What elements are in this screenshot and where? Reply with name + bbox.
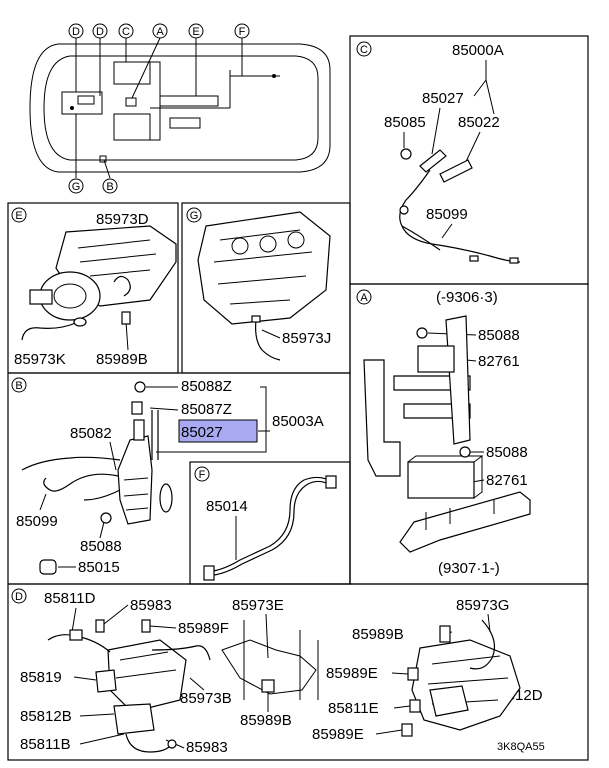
panel-c: C 85000A 85027 85085 85022 85099 [356, 41, 521, 264]
label-85989e-2: 85989E [312, 726, 364, 743]
label-85812b: 85812B [20, 708, 72, 725]
diagram-code: 3K8QA55 [497, 741, 545, 753]
callout-b: B [106, 181, 113, 193]
callout-e: E [192, 26, 199, 38]
label-85989b-d2: 85989B [240, 712, 292, 729]
label-85087z: 85087Z [181, 401, 232, 418]
panel-b-letter: B [15, 380, 22, 392]
callout-d2: D [96, 26, 104, 38]
panel-frames [7, 35, 589, 761]
callout-g: G [72, 181, 81, 193]
callout-f: F [239, 26, 246, 38]
label-85983-2: 85983 [186, 739, 228, 756]
panel-d: D 85811D 85983 85989F 85973E 85973G 8598… [11, 588, 543, 756]
label-85973j: 85973J [282, 330, 331, 347]
vehicle-overview [29, 37, 331, 179]
label-85973b: 85973B [180, 690, 232, 707]
label-85099-c: 85099 [426, 206, 468, 223]
panel-e: E 85973D 85973K 85989B [11, 207, 177, 368]
callout-c: C [122, 26, 130, 38]
label-85989e-1: 85989E [326, 665, 378, 682]
panel-f: F 85014 [194, 466, 337, 581]
label-85015: 85015 [78, 559, 120, 576]
label-85014: 85014 [206, 498, 248, 515]
overview-callouts: D D C A E F G B [68, 23, 250, 194]
label-85973g: 85973G [456, 597, 509, 614]
label-date-range-1: (-9306·3) [436, 289, 498, 306]
label-85027-c: 85027 [422, 90, 464, 107]
label-85088-a2: 85088 [486, 444, 528, 461]
label-85973d: 85973D [96, 211, 149, 228]
panel-f-letter: F [199, 469, 206, 481]
label-85088-b: 85088 [80, 538, 122, 555]
label-85099-b: 85099 [16, 513, 58, 530]
callout-a: A [156, 26, 164, 38]
label-85973k: 85973K [14, 351, 66, 368]
label-85811d: 85811D [44, 590, 96, 607]
label-85022: 85022 [458, 114, 500, 131]
label-85973e: 85973E [232, 597, 284, 614]
label-85088-a1: 85088 [478, 327, 520, 344]
callout-d1: D [72, 26, 80, 38]
panel-a-letter: A [360, 292, 368, 304]
panel-e-letter: E [15, 210, 22, 222]
label-85000a: 85000A [452, 42, 504, 59]
label-85003a: 85003A [272, 413, 324, 430]
panel-g-letter: G [190, 210, 199, 222]
label-85811b: 85811B [20, 736, 71, 753]
label-82761-a2: 82761 [486, 472, 528, 489]
panel-g: G 85973J [186, 207, 331, 361]
panel-c-letter: C [360, 44, 368, 56]
label-85989f: 85989F [178, 620, 229, 637]
highlight-85027 [178, 419, 258, 443]
label-82761-a1: 82761 [478, 353, 520, 370]
panel-a: A (-9306·3) 85088 82761 85088 82761 (930… [356, 289, 531, 577]
label-85989b-d1: 85989B [352, 626, 404, 643]
label-85085: 85085 [384, 114, 426, 131]
label-85989b-e: 85989B [96, 351, 148, 368]
panel-b: B 85088Z 85087Z 85003A 85082 85027 85099… [11, 377, 324, 576]
label-date-range-2: (9307·1-) [438, 560, 500, 577]
label-85027-b: 85027 [181, 424, 223, 441]
label-85983-1: 85983 [130, 597, 172, 614]
label-85811e: 85811E [328, 700, 379, 717]
label-85082: 85082 [70, 425, 112, 442]
label-85088z: 85088Z [181, 378, 232, 395]
label-85819: 85819 [20, 669, 62, 686]
panel-d-letter: D [15, 591, 23, 603]
